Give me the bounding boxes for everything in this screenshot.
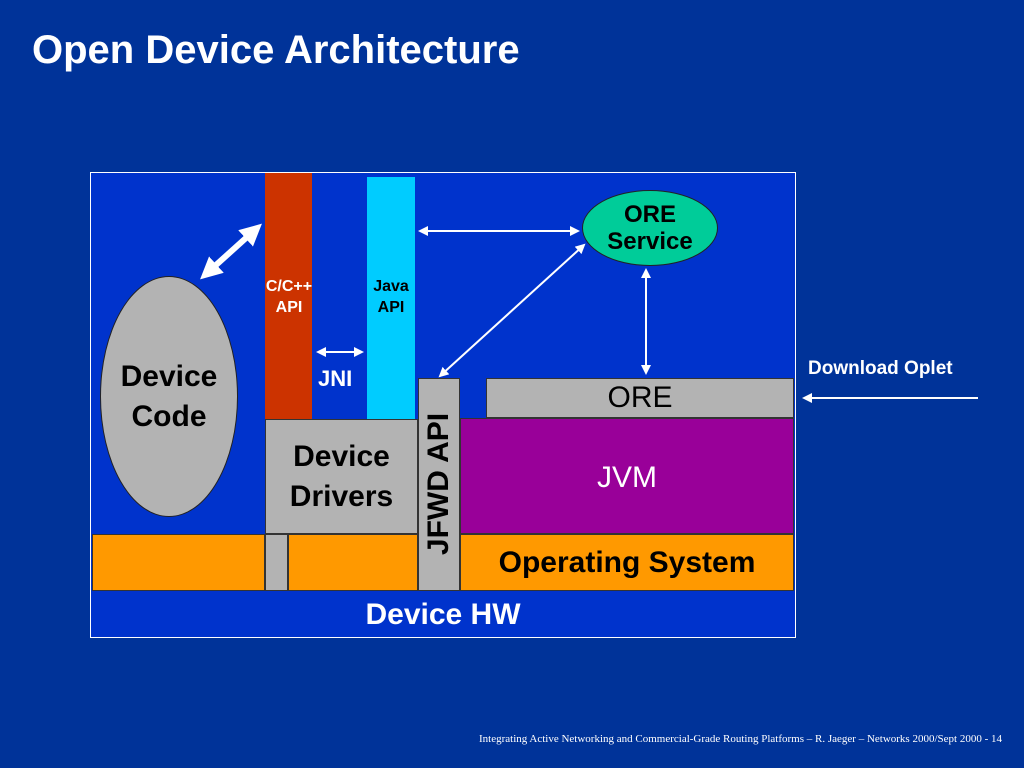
cpp-api-label-line1: C/C++ xyxy=(265,278,313,295)
jni-label: JNI xyxy=(318,366,353,391)
slide-footer: Integrating Active Networking and Commer… xyxy=(478,733,1002,745)
device-code-ellipse: Device Code xyxy=(100,276,238,517)
jfwd-api-bar xyxy=(418,378,460,591)
device-code-line1: Device xyxy=(120,359,218,393)
device-hw-block: Device HW xyxy=(90,592,796,638)
ore-service-jfwd-arrow xyxy=(438,243,586,378)
device-code-cpp-arrow xyxy=(200,223,262,280)
download-oplet-label: Download Oplet xyxy=(808,358,953,379)
slide-title: Open Device Architecture xyxy=(32,28,520,72)
device-hw-label: Device HW xyxy=(365,598,521,631)
ore-service-line2: Service xyxy=(607,228,693,255)
java-api-label: Java API xyxy=(361,276,421,318)
device-drivers-line1: Device xyxy=(293,439,390,473)
java-api-label-line1: Java xyxy=(373,278,409,295)
device-drivers-line2: Drivers xyxy=(289,479,394,513)
java-api-label-line2: API xyxy=(377,299,405,316)
jvm-label: JVM xyxy=(597,461,657,494)
java-api-bar xyxy=(367,177,415,419)
ore-label: ORE xyxy=(607,381,673,414)
device-drivers-block: Device Drivers xyxy=(265,419,418,534)
os-layer-left xyxy=(92,534,265,591)
jvm-block: JVM xyxy=(460,418,794,534)
operating-system-block: Operating System xyxy=(460,534,794,591)
cpp-api-bar xyxy=(265,173,312,419)
os-layer-middle xyxy=(288,534,418,591)
ore-block: ORE xyxy=(486,378,794,418)
cpp-api-label-line2: API xyxy=(275,299,303,316)
device-code-line2: Code xyxy=(131,399,207,433)
operating-system-label: Operating System xyxy=(498,545,756,579)
ore-service-line1: ORE xyxy=(623,201,676,228)
ore-service-ellipse: ORE Service xyxy=(582,190,718,266)
driver-strip xyxy=(265,534,288,591)
cpp-api-label: C/C++ API xyxy=(252,276,326,318)
